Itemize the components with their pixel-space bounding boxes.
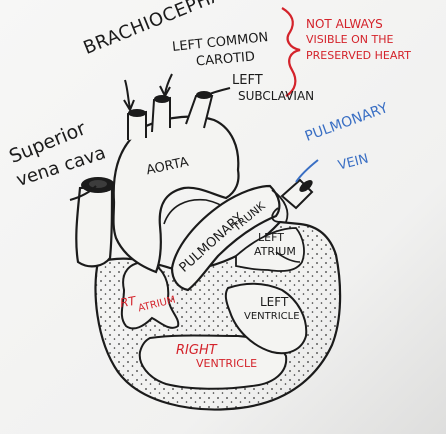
label-left-ventricle-1: LEFT [260,295,289,309]
left-atrium-arrow [275,251,301,263]
note-brace [281,7,301,97]
pulmonary-trunk [170,184,281,292]
label-left-ventricle-2: VENTRICLE [244,311,300,322]
label-left-atrium-1: LEFT [258,231,284,244]
superior-vena-cava [75,184,114,268]
brachiocephalic-arrow [124,79,131,109]
left-subclavian-arrow [209,87,231,95]
superior-vena-cava-arrow [69,185,97,201]
right-ventricle-chamber [138,334,288,390]
label-left-atrium-2: ATRIUM [254,245,296,258]
label-left-subclavian-1: LEFT [232,73,263,88]
label-right-ventricle-2: VENTRICLE [196,357,258,370]
label-right-ventricle-1: RIGHT [176,343,217,358]
note-line-3: PRESERVED HEART [306,49,411,62]
left-common-carotid-arrow [164,73,173,95]
note-line-1: NOT ALWAYS [306,17,383,31]
note-line-2: VISIBLE ON THE [306,33,394,46]
left-common-carotid-vessel [151,96,171,133]
label-left-subclavian-2: SUBCLAVIAN [238,89,315,103]
left-ventricle-chamber [224,282,308,355]
pulmonary-vein-arrow [295,159,319,183]
left-atrium-chamber [235,227,305,272]
label-right-atrium-1: RT [118,293,137,311]
